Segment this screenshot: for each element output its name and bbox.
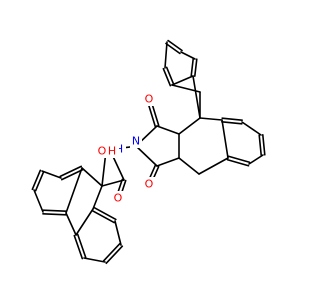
bond-L1-L2	[221, 120, 243, 125]
bond-A4-A5	[33, 189, 44, 213]
bond-L3-L4	[261, 134, 266, 156]
bond-C4-B2	[178, 157, 200, 175]
bond-R2-R3	[114, 220, 122, 246]
bond-A1-A2	[59, 165, 83, 178]
atom-labels: O O N N H O H O	[97, 92, 155, 205]
bond-R3-R4	[102, 242, 121, 262]
bond-Ccarb-F9	[101, 179, 125, 187]
label-bg-o-lower	[143, 177, 155, 191]
bond-U3-U2	[164, 41, 168, 69]
bond-C2-C4	[156, 157, 180, 167]
bond-R3-R4	[105, 245, 124, 265]
bond-B1-L1	[199, 117, 223, 121]
background	[0, 0, 300, 300]
bond-A3-A4	[34, 170, 45, 192]
bond-U2-U1	[167, 39, 183, 52]
label-bg-hydroxyl	[97, 144, 119, 158]
bond-A1-A2	[60, 168, 84, 181]
bond-R1-R2	[91, 209, 115, 224]
bond-F9-A1	[81, 167, 103, 187]
bond-U2-U1	[165, 42, 181, 55]
bond-R5-R6	[76, 233, 87, 259]
atom-o-lower: O	[145, 178, 154, 191]
bond-C1-C3	[156, 125, 180, 135]
bond-L1-L2	[221, 117, 243, 122]
bond-A6-A1	[65, 167, 83, 214]
atom-o-carbonyl: O	[114, 192, 123, 205]
bond-U5-B1	[192, 75, 201, 119]
bond-R4-R5	[83, 257, 106, 263]
bond-U1-U6	[180, 51, 196, 60]
label-bg-o-carbonyl	[112, 191, 124, 205]
bond-A5-A6	[42, 212, 67, 216]
bond-U6-U5	[193, 58, 198, 78]
molecule-diagram: O O N N H O H O	[0, 0, 300, 300]
bond-L5-L6	[227, 155, 251, 164]
bond-U5-U4	[171, 75, 194, 86]
bond-A3-A4	[31, 169, 42, 191]
bond-A6-R6	[65, 212, 77, 236]
bond-C3-B1	[178, 117, 201, 135]
bond-A2-A3	[41, 170, 62, 179]
label-bg-n-ring	[130, 134, 142, 148]
bond-R1-R2	[93, 206, 117, 221]
atom-n-ring: N	[132, 135, 140, 148]
bond-U6-U5	[190, 57, 195, 77]
bond-U4-U3	[162, 67, 172, 87]
bond-A5-A6	[42, 209, 67, 213]
bond-L4-L5	[248, 154, 264, 165]
bond-L3-L4	[258, 134, 263, 156]
bond-B2-L6	[198, 157, 229, 175]
bond-L5-L6	[226, 158, 250, 167]
label-bg-o-upper	[143, 92, 155, 106]
bond-R6-R1	[75, 208, 94, 236]
bond-R5-R6	[73, 234, 84, 260]
bond-L6-L1	[221, 119, 229, 159]
bond-N1-C2	[135, 145, 158, 167]
bond-U4-U3	[165, 66, 175, 86]
atom-o-hydroxyl: O	[98, 145, 107, 158]
bond-F9-R1	[92, 185, 103, 210]
atom-o-hydroxyl-h: H	[108, 145, 116, 158]
atom-o-upper: O	[145, 93, 154, 106]
bond-L2-L3	[241, 121, 262, 136]
